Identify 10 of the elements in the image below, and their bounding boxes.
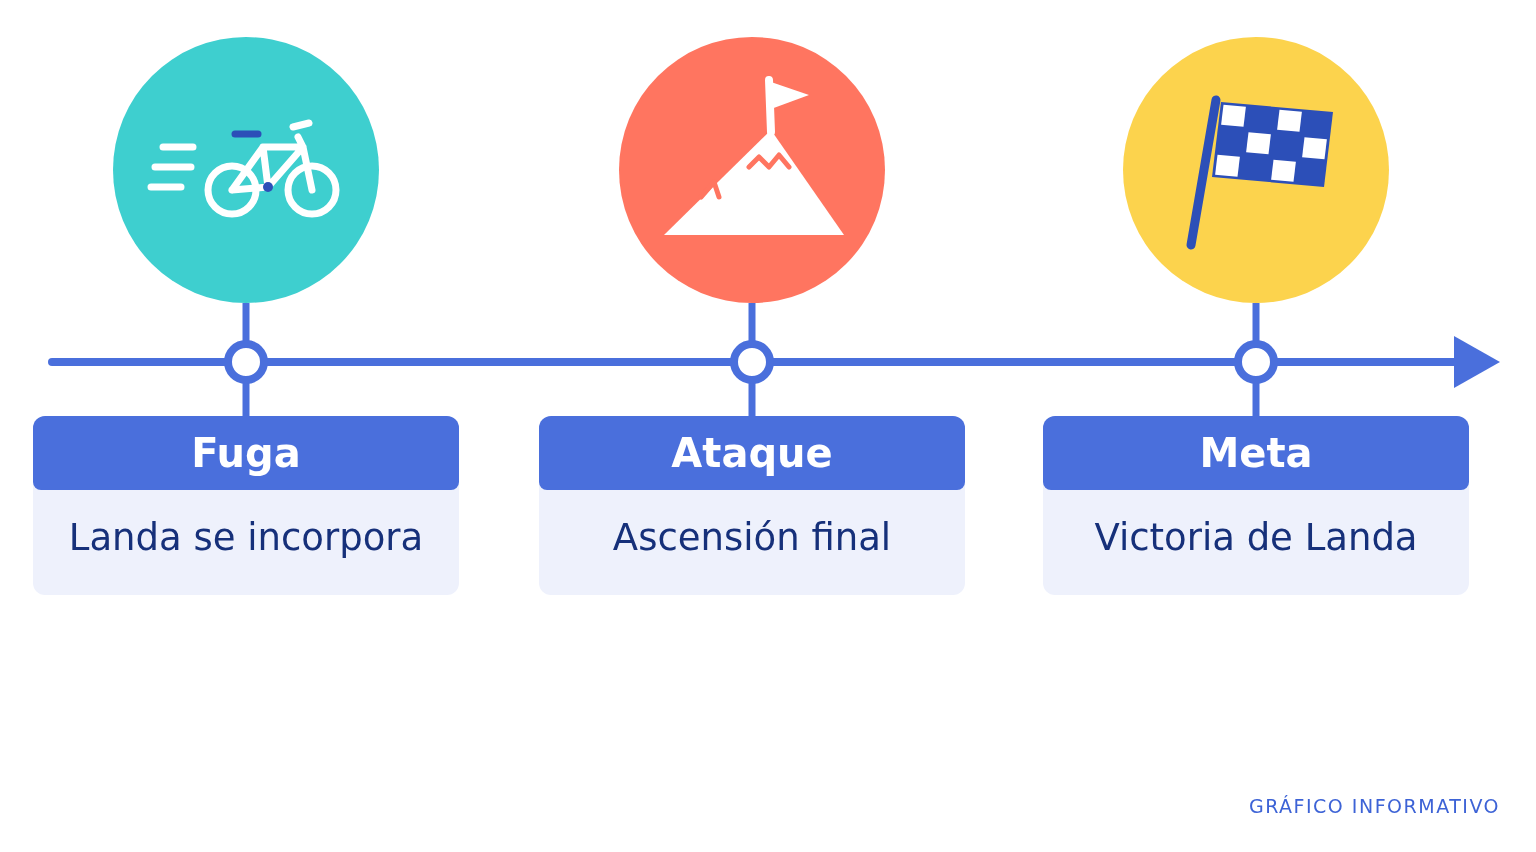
stage-title: Fuga [33,416,459,490]
stage-card [33,416,459,595]
stage-description: Ascensión final [612,516,892,559]
stage-card [539,416,965,595]
stage-title: Meta [1043,416,1469,490]
footer-note: GRÁFICO INFORMATIVO [1248,795,1500,817]
stage-title: Ataque [539,416,965,490]
stage-description: Victoria de Landa [1094,516,1418,559]
stage-description: Landa se incorpora [68,516,424,559]
stage-card [1043,416,1469,595]
